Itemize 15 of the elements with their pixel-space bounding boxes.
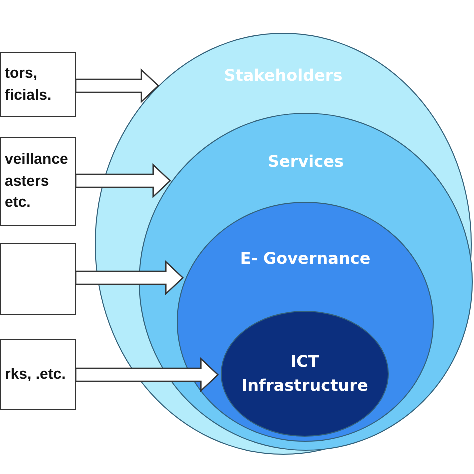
box-text: rks, .etc. xyxy=(5,364,66,385)
box-text: veillance asters etc. xyxy=(5,150,70,214)
text-box xyxy=(0,52,76,117)
layer-label: Stakeholders xyxy=(224,65,343,87)
layer-label: ICT Infrastructure xyxy=(240,351,370,397)
block-arrow xyxy=(75,68,160,104)
box-text: tors, ficials. xyxy=(5,64,53,106)
block-arrow xyxy=(75,358,220,392)
text-box xyxy=(0,137,76,226)
block-arrow xyxy=(75,260,184,296)
empty-box xyxy=(0,243,76,315)
text-box xyxy=(0,339,76,410)
layer-label: E- Governance xyxy=(240,248,371,270)
layer-label: Services xyxy=(268,151,344,173)
block-arrow xyxy=(75,164,172,198)
